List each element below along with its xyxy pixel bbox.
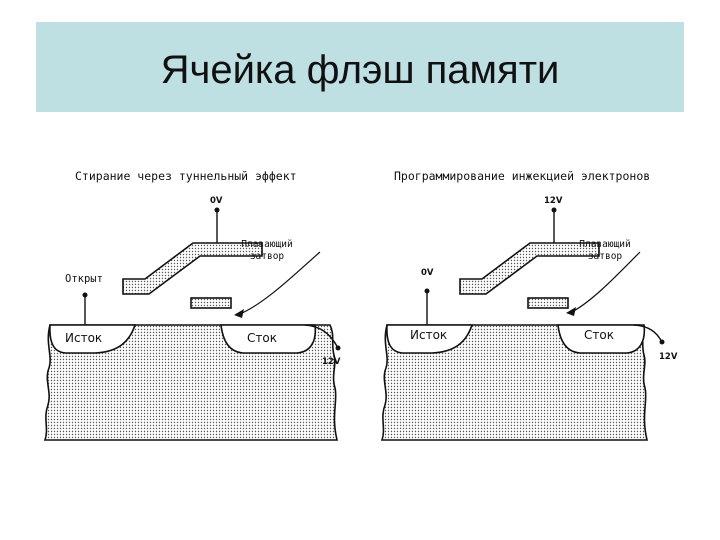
floating-gate-arrowhead — [566, 307, 576, 316]
floating-gate-label: Плавающий затвор — [241, 239, 293, 262]
source-state-label: Открыт — [65, 273, 103, 285]
erase-cell-drawing — [43, 207, 341, 441]
floating-gate — [527, 297, 569, 309]
control-gate-terminal — [551, 207, 557, 213]
floating-gate-pointer — [239, 251, 321, 315]
control-gate — [122, 242, 263, 295]
floating-gate — [190, 297, 232, 309]
drain-terminal — [659, 339, 665, 345]
program-cell-drawing — [380, 207, 665, 441]
drain-terminal — [335, 345, 341, 351]
control-gate-terminal — [214, 207, 220, 213]
floating-gate-label: Плавающий затвор — [579, 239, 631, 262]
control-gate — [459, 242, 600, 295]
source-terminal — [82, 292, 88, 298]
program-diagram: Программирование инжекцией электронов 12… — [372, 160, 692, 460]
floating-gate-pointer — [571, 251, 641, 313]
title-bar: Ячейка флэш памяти — [36, 22, 684, 112]
drain-voltage: 12V — [322, 357, 341, 367]
floating-gate-arrowhead — [234, 309, 244, 318]
source-label: Исток — [410, 328, 448, 342]
drain-wire — [304, 324, 339, 349]
slide-title: Ячейка флэш памяти — [160, 48, 560, 92]
control-gate-voltage: 12V — [544, 196, 563, 206]
control-gate-voltage: 0V — [210, 196, 223, 206]
drain-wire — [633, 324, 663, 343]
panel-caption: Стирание через туннельный эффект — [75, 169, 297, 183]
panel-caption: Программирование инжекцией электронов — [394, 169, 651, 183]
source-terminal — [424, 288, 430, 294]
source-region — [49, 324, 137, 354]
source-label: Исток — [65, 331, 103, 345]
drain-region — [557, 324, 646, 354]
drain-label: Сток — [584, 328, 614, 342]
erase-diagram: Стирание через туннельный эффект 0V Плав… — [35, 160, 355, 460]
drain-label: Сток — [247, 331, 277, 345]
drain-voltage: 12V — [659, 352, 678, 362]
source-state-label: 0V — [421, 268, 434, 278]
drain-region — [220, 324, 317, 354]
source-region — [386, 324, 474, 354]
